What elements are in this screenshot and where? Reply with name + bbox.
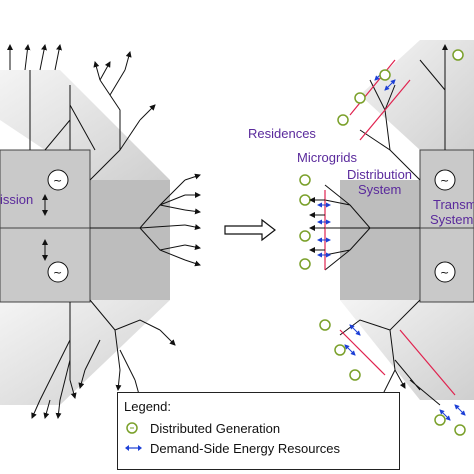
- svg-text:~: ~: [440, 174, 449, 187]
- bidirectional-arrow-icon: [125, 445, 142, 451]
- microgrid-line: [349, 59, 396, 116]
- legend-box: Legend: Distributed Generation Demand-Si…: [117, 392, 400, 470]
- left-lower-wing: [0, 300, 170, 405]
- distribution-label-line2: System: [358, 182, 402, 197]
- microgrid-line: [339, 329, 386, 376]
- generator-icon: [47, 261, 69, 283]
- right-left-wing: [340, 180, 420, 300]
- generation-circle-icon: [454, 424, 466, 436]
- legend-item-label: Distributed Generation: [150, 421, 281, 436]
- legend-item-label: Demand-Side Energy Resources: [150, 441, 341, 456]
- legend-title: Legend:: [124, 399, 171, 414]
- residences-label: Residences: [248, 126, 316, 141]
- generation-circle-icon: [319, 319, 331, 331]
- generation-circle-icon: [452, 49, 464, 61]
- microgrids-label: Microgrids: [297, 150, 357, 165]
- generation-circle-icon: [299, 230, 311, 242]
- microgrid-line: [399, 329, 456, 396]
- left-transmission-label: ission: [0, 192, 34, 207]
- generation-circle-icon: [126, 422, 138, 434]
- left-upper-wing: [0, 70, 170, 180]
- generation-circle-icon: [299, 174, 311, 186]
- right-transmission-label-line2: System: [430, 212, 474, 227]
- svg-text:~: ~: [53, 266, 62, 279]
- generation-circle-icon: [337, 114, 349, 126]
- distribution-label-line1: Distribution: [347, 167, 413, 182]
- generation-circle-icon: [434, 414, 446, 426]
- microgrid-line: [359, 79, 411, 141]
- svg-text:~: ~: [440, 266, 449, 279]
- generation-circle-icon: [299, 258, 311, 270]
- right-grid: ~ ~: [299, 40, 474, 436]
- generation-circle-icon: [334, 344, 346, 356]
- left-grid: ~ ~: [0, 44, 201, 419]
- right-transmission-label-line1: Transm: [433, 197, 474, 212]
- generation-circle-icon: [349, 369, 361, 381]
- left-transmission-region: [0, 149, 91, 303]
- generator-icon: [434, 169, 456, 191]
- transition-arrow: [224, 218, 276, 242]
- generator-icon: [47, 169, 69, 191]
- svg-text:~: ~: [53, 174, 62, 187]
- generation-circle-icon: [299, 194, 311, 206]
- generator-icon: [434, 261, 456, 283]
- generation-circle-icon: [379, 69, 391, 81]
- generation-circle-icon: [354, 92, 366, 104]
- left-right-wing: [90, 180, 170, 300]
